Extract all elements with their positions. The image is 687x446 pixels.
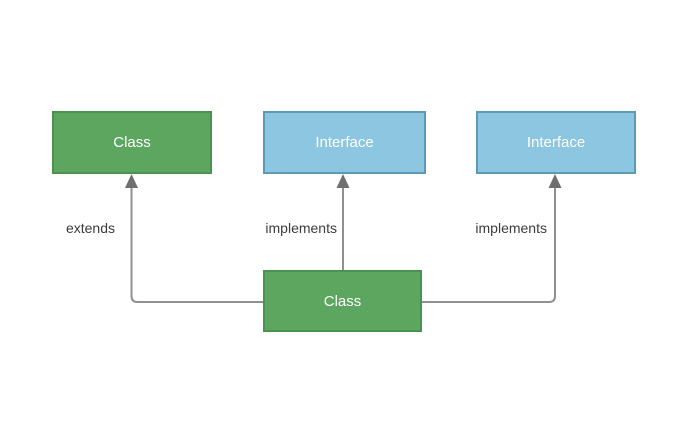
node-class-parent-label: Class [113, 134, 151, 151]
node-class-parent: Class [52, 111, 212, 174]
node-interface-center: Interface [263, 111, 426, 174]
edge-extends-arrowhead-icon [125, 174, 138, 188]
edge-implements-right-arrowhead-icon [548, 174, 562, 188]
node-interface-right: Interface [476, 111, 636, 174]
edge-label-implements-center: implements [265, 220, 337, 236]
edge-extends-line [130, 187, 263, 303]
edge-implements-center-arrowhead-icon [336, 174, 350, 188]
edge-implements-right-line [422, 187, 556, 303]
node-interface-center-label: Interface [315, 134, 374, 151]
edge-label-implements-right: implements [475, 220, 547, 236]
node-class-child: Class [263, 270, 422, 332]
node-class-child-label: Class [323, 292, 362, 310]
node-interface-right-label: Interface [526, 134, 586, 151]
edge-label-extends: extends [65, 220, 115, 236]
